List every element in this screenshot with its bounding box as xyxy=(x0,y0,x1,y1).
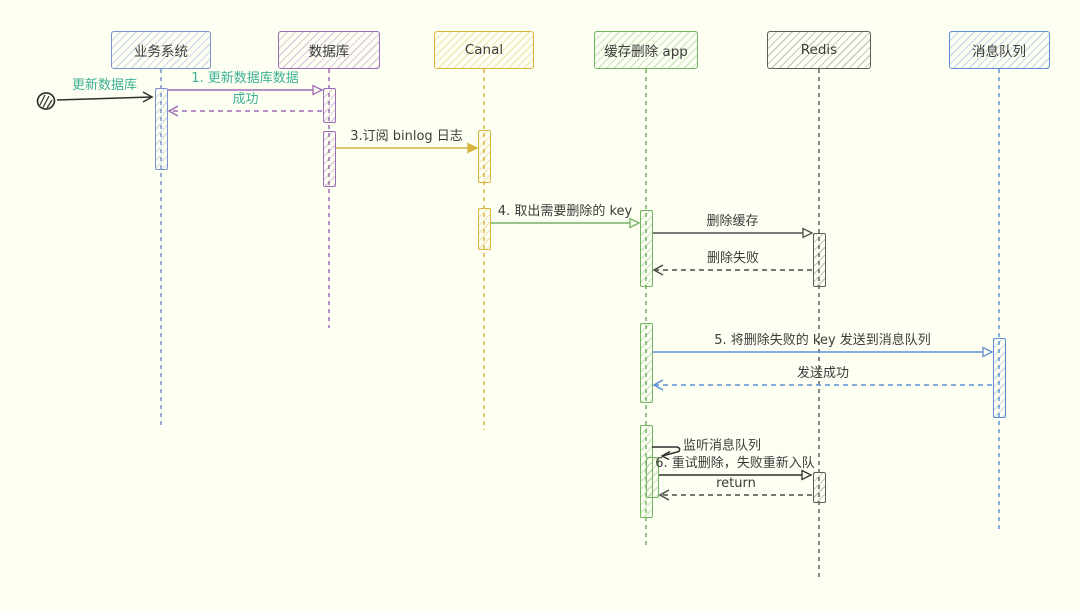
activation-cacheapp-2 xyxy=(639,323,653,403)
message-label: 发送成功 xyxy=(796,366,850,382)
activation-mq-1 xyxy=(992,338,1006,418)
self-message-label: 监听消息队列 xyxy=(683,438,762,454)
participant-label: 业务系统 xyxy=(134,44,188,60)
message-label: 6. 重试删除，失败重新入队 xyxy=(655,456,815,472)
participant-business: 业务系统 xyxy=(111,31,211,69)
message-0-arrowhead xyxy=(142,91,154,103)
actor-icon xyxy=(36,92,56,110)
message-label: 1. 更新数据库数据 xyxy=(191,71,299,87)
participant-label: 数据库 xyxy=(308,44,350,60)
participant-label: Redis xyxy=(800,42,838,58)
participant-database: 数据库 xyxy=(278,31,380,69)
participant-redis: Redis xyxy=(767,31,871,69)
participant-cacheapp: 缓存删除 app xyxy=(594,31,698,69)
message-5-arrowhead xyxy=(802,227,814,239)
message-3-arrowhead xyxy=(467,142,479,154)
message-label: 成功 xyxy=(232,92,259,108)
activation-business-1 xyxy=(154,88,168,170)
message-label: 4. 取出需要删除的 key xyxy=(497,204,633,220)
activation-canal-2 xyxy=(477,208,491,250)
activation-database-2 xyxy=(322,131,336,187)
message-label: 删除失败 xyxy=(706,251,760,267)
participant-mq: 消息队列 xyxy=(948,31,1050,69)
message-label: return xyxy=(716,476,756,492)
message-1-arrowhead xyxy=(312,84,324,96)
message-10-arrowhead xyxy=(658,489,670,501)
message-2-arrowhead xyxy=(167,105,179,117)
message-label: 更新数据库 xyxy=(71,78,138,94)
message-0-line xyxy=(56,96,153,101)
activation-canal-1 xyxy=(477,130,491,183)
message-7-arrowhead xyxy=(982,346,994,358)
participant-label: 消息队列 xyxy=(972,44,1026,60)
participant-label: 缓存删除 app xyxy=(604,44,688,60)
activation-database-1 xyxy=(322,88,336,123)
message-label: 3.订阅 binlog 日志 xyxy=(350,129,463,145)
activation-cacheapp-1 xyxy=(639,210,653,287)
message-label: 5. 将删除失败的 key 发送到消息队列 xyxy=(714,333,931,349)
message-label: 删除缓存 xyxy=(706,214,759,230)
participant-label: Canal xyxy=(464,42,504,58)
message-6-arrowhead xyxy=(652,264,664,276)
activation-redis-2 xyxy=(812,472,826,503)
self-message-line xyxy=(652,446,681,457)
message-8-arrowhead xyxy=(652,379,664,391)
activation-redis-1 xyxy=(812,233,826,287)
participant-canal: Canal xyxy=(434,31,534,69)
